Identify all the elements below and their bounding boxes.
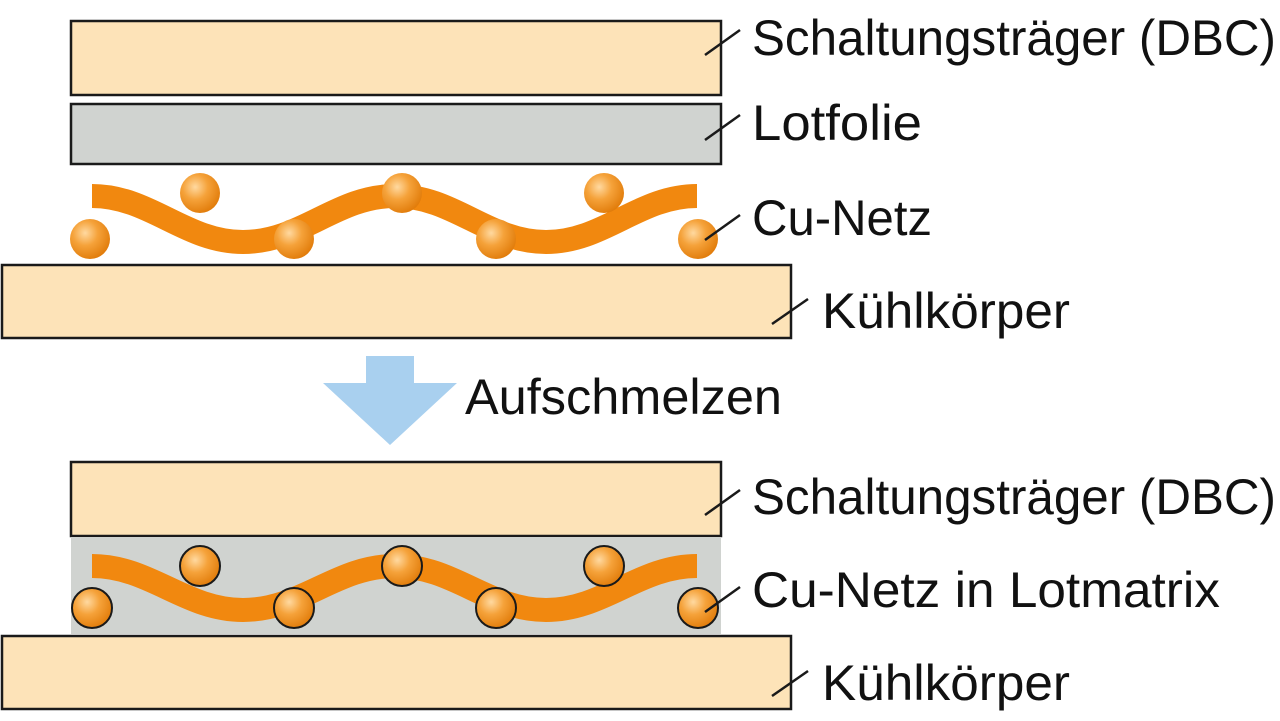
label-heat-sink-before: Kühlkörper (822, 283, 1070, 339)
leader-line (771, 669, 809, 698)
solder-foil (69, 102, 723, 166)
copper-ball (71, 587, 113, 629)
process-step: Aufschmelzen (323, 356, 782, 445)
leader-line (771, 297, 809, 326)
copper-ball (180, 173, 220, 213)
after-stack: Schaltungsträger (DBC) Cu-Netz in Lotmat… (0, 460, 1276, 711)
heat-sink-top (0, 263, 793, 340)
copper-balls-after (71, 545, 719, 629)
before-stack: Schaltungsträger (DBC) Lotfolie Cu-Netz … (0, 10, 1276, 340)
label-melting-step: Aufschmelzen (465, 369, 782, 425)
copper-ball (475, 587, 517, 629)
leader-line (704, 585, 741, 614)
down-arrow-icon (323, 356, 457, 445)
leader-line (704, 28, 741, 57)
label-dbc-after: Schaltungsträger (DBC) (752, 469, 1276, 525)
leader-line (704, 488, 741, 517)
label-heat-sink-after: Kühlkörper (822, 655, 1070, 711)
copper-ball (273, 587, 315, 629)
copper-ball (583, 545, 625, 587)
copper-ball (584, 173, 624, 213)
copper-ball (677, 587, 719, 629)
copper-ball (274, 219, 314, 259)
leader-line (704, 213, 741, 242)
copper-ball (476, 219, 516, 259)
copper-ball (678, 219, 718, 259)
copper-balls-before (70, 173, 718, 259)
label-copper-mesh: Cu-Netz (752, 190, 932, 246)
copper-ball (70, 219, 110, 259)
copper-ball (381, 545, 423, 587)
heat-sink-bottom (0, 634, 793, 711)
copper-ball (382, 173, 422, 213)
leader-line (704, 113, 741, 142)
label-mesh-in-matrix: Cu-Netz in Lotmatrix (752, 562, 1220, 618)
dbc-substrate-top (69, 19, 723, 97)
label-dbc-before: Schaltungsträger (DBC) (752, 10, 1276, 66)
copper-ball (179, 545, 221, 587)
label-solder-foil: Lotfolie (752, 95, 922, 151)
dbc-substrate-bottom (69, 460, 723, 538)
